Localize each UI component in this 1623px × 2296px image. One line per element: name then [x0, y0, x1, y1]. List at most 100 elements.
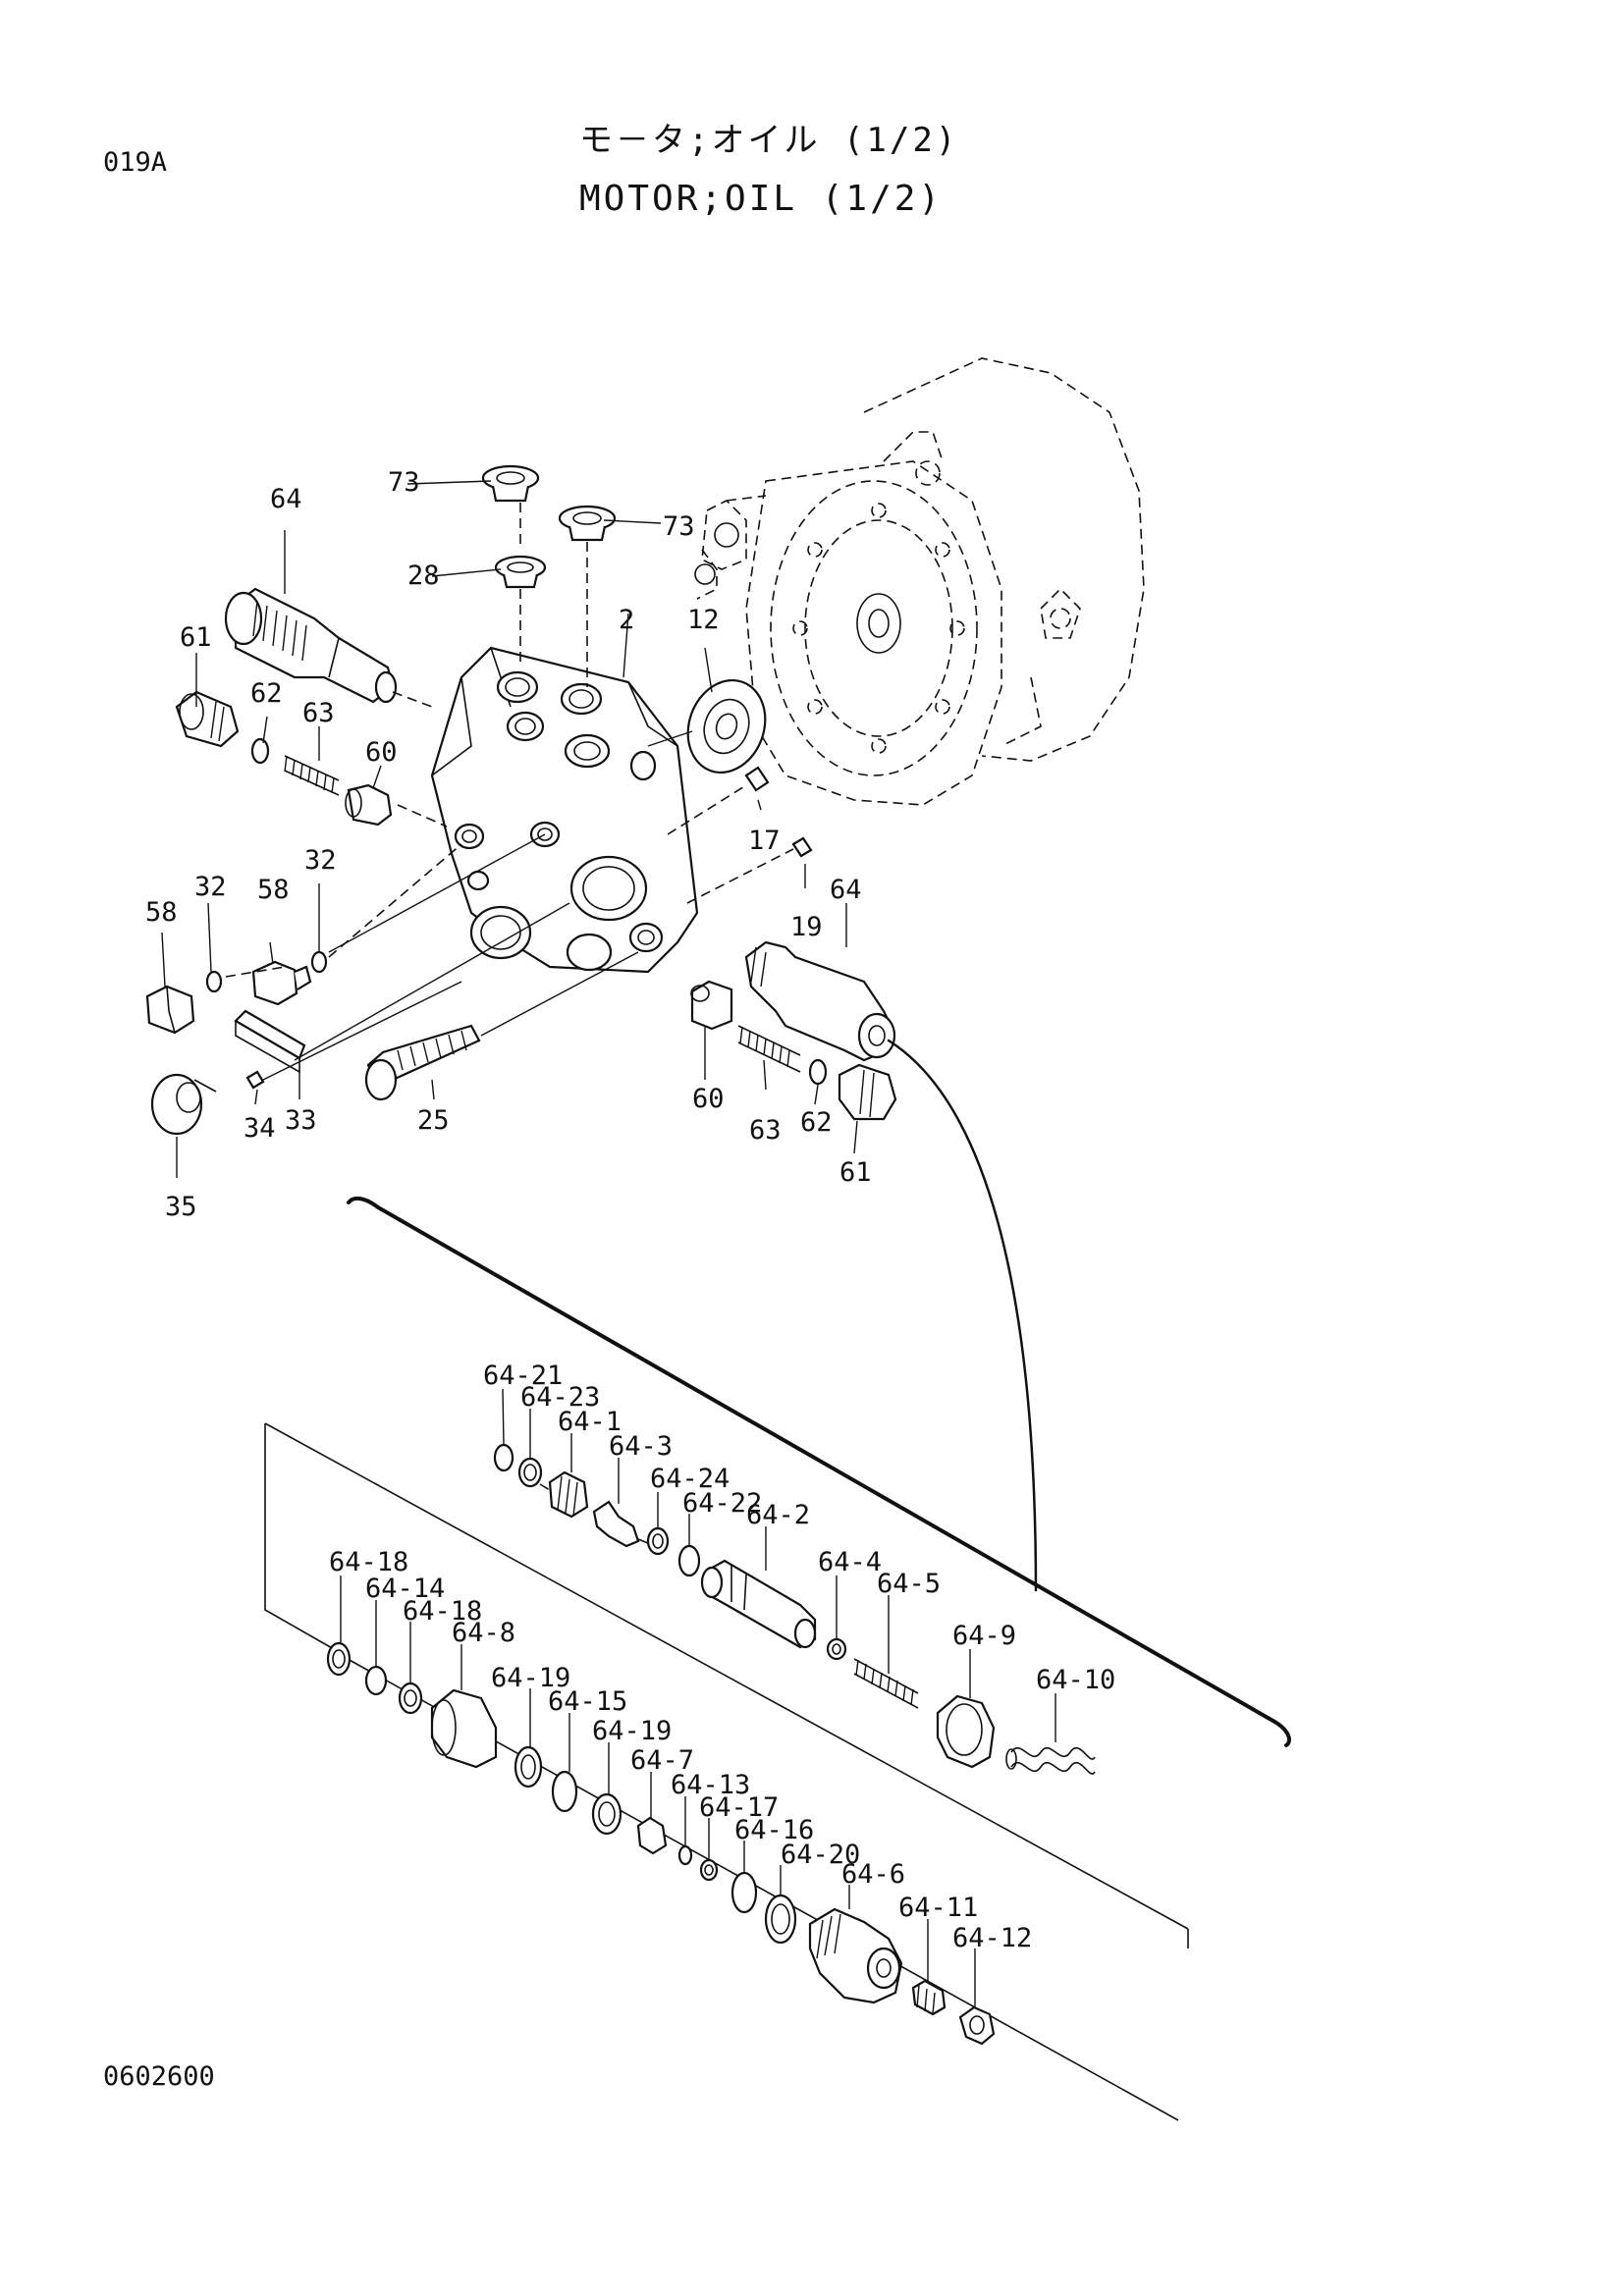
ring-part-64-17	[699, 1858, 719, 1882]
callout-64-6: 64-6	[841, 1859, 905, 1890]
callout-63-upper: 63	[302, 698, 335, 728]
callout-64-1: 64-1	[558, 1407, 622, 1437]
plug-part-73-top	[481, 464, 540, 503]
screw-part-64-11	[911, 1979, 947, 2016]
callout-64-9: 64-9	[952, 1621, 1016, 1651]
o-ring-part-32-right	[310, 950, 328, 974]
callout-64-17: 64-17	[699, 1792, 779, 1823]
callout-61-lower: 61	[839, 1157, 872, 1188]
spring-part-63-lower	[737, 1025, 801, 1073]
callout-64-10: 64-10	[1036, 1665, 1115, 1695]
poppet-part-64-3	[592, 1500, 640, 1548]
ring-part-64-19-right	[591, 1792, 622, 1836]
callout-64-21: 64-21	[483, 1361, 563, 1391]
relief-valve-part-64-upper	[224, 587, 398, 704]
pin-part-19	[791, 836, 813, 858]
o-ring-part-62-lower	[808, 1058, 828, 1086]
poppet-part-60-upper	[345, 783, 393, 827]
callout-64-12: 64-12	[952, 1923, 1032, 1953]
callout-58-left: 58	[145, 897, 178, 928]
backup-ring-part-64-24	[646, 1526, 670, 1556]
seat-part-64-1	[548, 1470, 589, 1519]
plug-part-64-7	[636, 1816, 668, 1855]
callout-64-18-left: 64-18	[329, 1547, 408, 1577]
callout-64-16: 64-16	[734, 1815, 814, 1845]
o-ring-part-64-14	[364, 1665, 388, 1696]
callout-35: 35	[165, 1192, 197, 1222]
o-ring-part-64-16	[730, 1871, 758, 1914]
spring-part-64-10	[1005, 1746, 1096, 1775]
callout-12: 12	[687, 605, 720, 635]
callout-62-lower: 62	[800, 1107, 833, 1138]
nut-part-64-12	[958, 2005, 996, 2046]
ring-part-64-4	[826, 1637, 847, 1661]
plug-part-58-right	[251, 960, 312, 1006]
callout-64-23: 64-23	[520, 1382, 600, 1413]
callout-2: 2	[619, 605, 634, 635]
callout-64-11: 64-11	[898, 1893, 978, 1923]
cap-part-64-8	[430, 1688, 498, 1769]
ring-part-64-19-left	[514, 1745, 543, 1789]
callout-62-upper: 62	[250, 678, 283, 709]
poppet-part-60-lower	[690, 980, 733, 1031]
title-english: MOTOR;OIL (1/2)	[579, 179, 944, 219]
callout-32-left: 32	[194, 872, 227, 902]
callout-58-right: 58	[257, 875, 290, 905]
sleeve-part-64-9	[936, 1694, 996, 1769]
callout-64-lower: 64	[830, 875, 862, 905]
callout-19: 19	[790, 912, 823, 942]
ring-part-64-18-right	[398, 1682, 423, 1715]
sub-assembly-frame-top	[264, 1422, 1189, 1930]
bearing-part-12	[686, 678, 767, 774]
callout-64-18-right: 64-18	[403, 1596, 482, 1627]
spring-part-63-upper	[284, 755, 340, 796]
callout-25: 25	[417, 1105, 450, 1136]
callout-64-5: 64-5	[877, 1569, 941, 1599]
piston-part-64-2	[700, 1559, 817, 1649]
o-ring-part-62-upper	[250, 737, 270, 765]
callout-64-13: 64-13	[671, 1770, 750, 1800]
callout-64-3: 64-3	[609, 1431, 673, 1462]
o-ring-part-64-15	[551, 1770, 578, 1813]
washer-part-35	[150, 1073, 217, 1136]
callout-63-lower: 63	[749, 1115, 782, 1146]
plug-part-61-lower	[838, 1063, 897, 1121]
callout-64-15: 64-15	[548, 1686, 627, 1717]
callout-64-4: 64-4	[818, 1547, 882, 1577]
callout-64-14: 64-14	[365, 1574, 445, 1604]
callout-60-upper: 60	[365, 737, 398, 768]
o-ring-part-64-22	[677, 1544, 701, 1577]
callout-64-24: 64-24	[650, 1464, 730, 1494]
housing-part-64-6	[808, 1907, 903, 2004]
valve-body-part-2	[430, 646, 699, 974]
plug-part-28	[494, 555, 547, 589]
screw-part-34	[245, 1070, 265, 1090]
plate-part-33	[234, 1009, 306, 1074]
callout-64-22: 64-22	[682, 1488, 762, 1519]
callout-17: 17	[748, 826, 781, 856]
motor-housing-drawing	[694, 357, 1145, 806]
sub-assembly-frame-left	[264, 1423, 335, 1650]
callout-64-20: 64-20	[781, 1840, 860, 1870]
pin-part-17	[744, 766, 770, 792]
callout-64-19-left: 64-19	[491, 1663, 570, 1693]
drawing-number: 0602600	[103, 2061, 215, 2092]
callout-64-7: 64-7	[630, 1745, 694, 1776]
backup-ring-part-64-23	[517, 1457, 543, 1488]
ring-part-64-18-left	[326, 1641, 352, 1677]
relief-valve-part-64-lower	[744, 940, 896, 1062]
plug-part-61-upper	[175, 690, 240, 748]
callout-64-upper: 64	[270, 484, 302, 514]
callout-64-8: 64-8	[452, 1618, 515, 1648]
callout-34: 34	[243, 1113, 276, 1144]
spring-part-64-5	[853, 1658, 919, 1709]
ring-part-64-20	[764, 1894, 797, 1945]
callout-64-2: 64-2	[746, 1500, 810, 1530]
callout-64-19-right: 64-19	[592, 1716, 672, 1746]
callout-73-top: 73	[388, 467, 420, 498]
plug-part-58-left	[145, 985, 195, 1035]
page-code: 019A	[103, 147, 168, 178]
callout-32-right: 32	[304, 845, 337, 876]
o-ring-part-64-13	[677, 1844, 693, 1866]
callout-61-upper: 61	[180, 622, 212, 653]
